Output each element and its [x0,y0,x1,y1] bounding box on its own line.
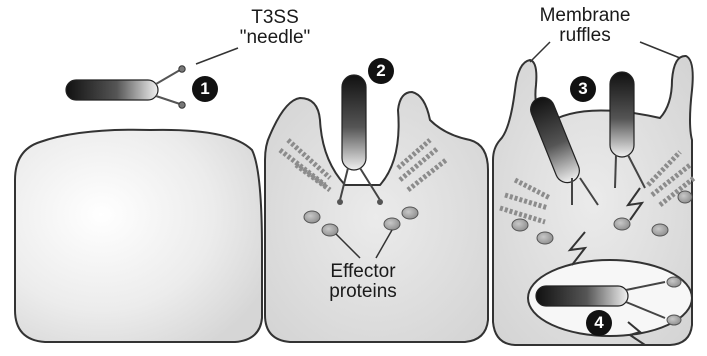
bacterium-internalizing-2 [610,72,634,157]
membrane-ruffles-label: Membrane ruffles [525,6,645,46]
step-1-marker: 1 [192,76,218,102]
host-cell-2 [265,92,488,342]
needle-pointer [196,48,238,64]
t3ss-label: T3SS "needle" [230,8,320,48]
t3ss-needle [156,70,180,104]
bacterium-free [66,80,158,100]
bacterium-in-vacuole [536,286,628,306]
step-2-marker: 2 [368,58,394,84]
host-cell-1 [15,130,262,342]
bacterium-attaching [342,75,366,170]
step-3-marker: 3 [570,76,596,102]
ruffle-leader-2 [640,42,680,58]
step-4-marker: 4 [586,310,612,336]
effector-proteins-label: Effector proteins [308,262,418,302]
